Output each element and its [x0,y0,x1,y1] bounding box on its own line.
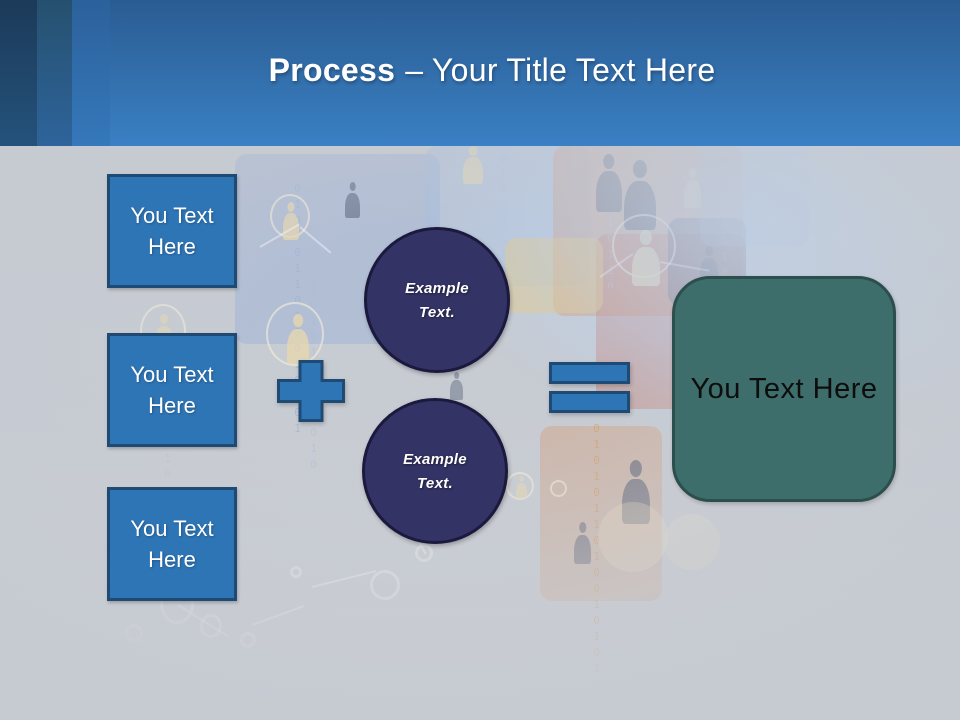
input-box-3[interactable]: You Text Here [107,487,237,601]
accent-stripe-mid [37,0,72,146]
result-box[interactable]: You Text Here [672,276,896,502]
example-circle-2[interactable]: Example Text. [362,398,508,544]
title-text: – Your Title Text Here [405,52,716,88]
slide-title[interactable]: Process– Your Title Text Here [0,52,960,89]
input-box-3-label: You Text Here [130,515,214,572]
accent-stripe-dark [0,0,37,146]
example-circle-2-line1: Example [403,450,467,468]
input-box-1[interactable]: You Text Here [107,174,237,288]
example-circle-1[interactable]: Example Text. [364,227,510,373]
example-circle-2-line2: Text. [417,474,453,492]
accent-stripe-light [72,0,110,146]
slide-header: Process– Your Title Text Here [0,0,960,146]
result-box-label: You Text Here [690,372,878,405]
input-box-2[interactable]: You Text Here [107,333,237,447]
example-circle-1-line1: Example [405,279,469,297]
equals-icon [549,362,630,413]
input-box-2-label: You Text Here [130,361,214,418]
plus-icon [277,360,345,422]
example-circle-1-line2: Text. [419,303,455,321]
title-keyword: Process [268,52,396,88]
input-box-1-label: You Text Here [130,202,214,259]
